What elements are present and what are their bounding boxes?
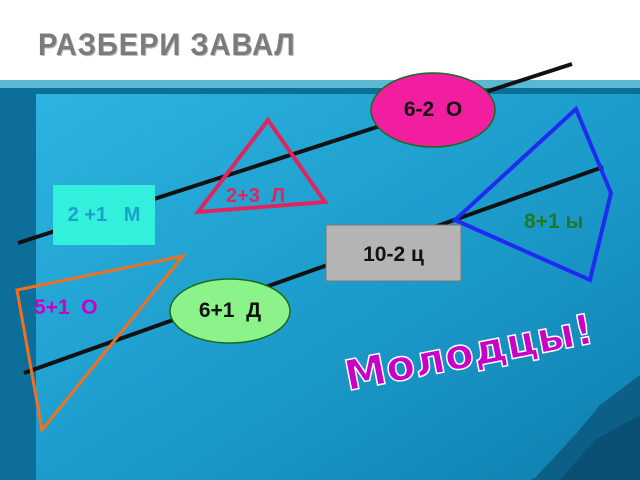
ellipse-green[interactable]	[169, 278, 291, 344]
top-strip-dark	[0, 88, 640, 94]
ellipse-green-label: 6+1 Д	[198, 299, 262, 322]
square-cyan-label: 2 +1 М	[67, 203, 141, 226]
square-cyan[interactable]	[53, 185, 155, 245]
rect-gray[interactable]	[325, 224, 462, 282]
triangle-pink[interactable]	[193, 116, 329, 215]
triangle-pink-label: 2+3 Л	[226, 185, 286, 207]
ellipse-pink[interactable]	[370, 72, 496, 148]
page-title: РАЗБЕРИ ЗАВАЛ	[38, 28, 296, 63]
main-panel	[36, 94, 640, 480]
shape-blue-label: 8+1 ы	[524, 210, 584, 233]
triangle-orange-label: 5+1 О	[34, 296, 98, 319]
corner-wedge-inner	[560, 415, 640, 480]
shape-blue[interactable]	[451, 105, 614, 283]
triangle-orange[interactable]	[15, 253, 187, 434]
rect-gray-label: 10-2 ц	[363, 243, 424, 266]
ellipse-pink-label: 6-2 О	[403, 98, 463, 121]
diagonal-line-bottom	[23, 165, 604, 375]
